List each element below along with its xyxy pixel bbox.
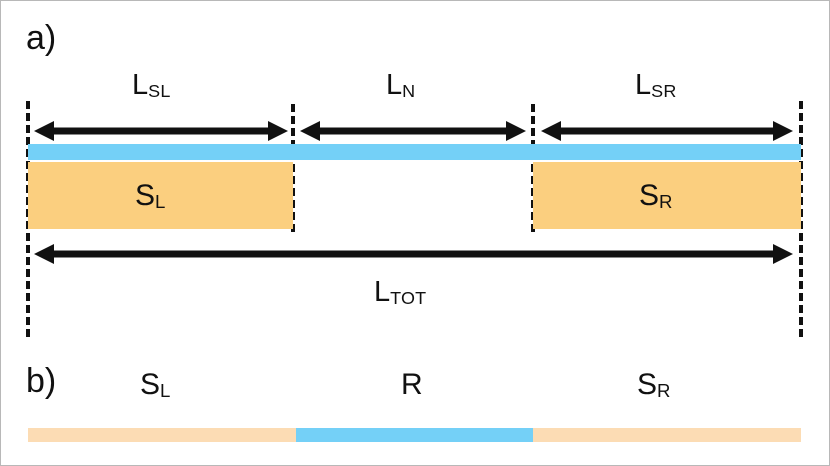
dimension-label-ltot: LTOT [374,278,426,307]
block-label-sr-base: S [639,179,660,212]
dimension-label-ln-base: L [386,69,403,101]
dimension-label-ltot-base: L [374,276,391,308]
model-bar-segment-r [296,428,533,442]
model-bar-segment-sl [28,428,296,442]
dimension-label-lsl-sub: SL [148,80,171,101]
dimension-label-ln-sub: N [402,80,416,101]
superconductor-block-right [533,162,801,229]
segment-label-r: R [401,370,423,400]
segment-label-r-base: R [401,368,423,401]
block-label-sl-base: S [135,179,156,212]
normal-metal-strip [28,144,801,160]
block-label-sr-sub: R [659,190,673,212]
segment-label-sl-sub: L [160,379,171,401]
block-label-sl: SL [135,181,165,211]
dimension-arrow-lsl [34,118,288,144]
block-label-sr: SR [639,181,672,211]
block-label-sl-sub: L [155,190,166,212]
panel-a-letter: a) [26,19,57,57]
dimension-label-ln: LN [386,71,415,100]
dimension-label-lsr-base: L [635,69,652,101]
segment-label-sl: SL [140,370,170,400]
dimension-label-lsl-base: L [132,69,149,101]
dimension-arrow-lsr [541,118,793,144]
segment-label-sl-base: S [140,368,161,401]
segment-label-sr: SR [637,370,670,400]
superconductor-block-left [28,162,293,229]
segment-label-sr-sub: R [657,379,671,401]
panel-b-letter: b) [26,362,57,400]
dimension-label-lsr-sub: SR [651,80,677,101]
boundary-line-inner-left [291,104,295,232]
dimension-label-lsr: LSR [635,71,677,100]
dimension-arrow-ltot [34,241,793,267]
dimension-arrow-ln [300,118,526,144]
dimension-label-ltot-sub: TOT [390,287,427,308]
segment-label-sr-base: S [637,368,658,401]
dimension-label-lsl: LSL [132,71,171,100]
boundary-line-right [799,101,803,337]
model-bar-segment-sr [533,428,801,442]
